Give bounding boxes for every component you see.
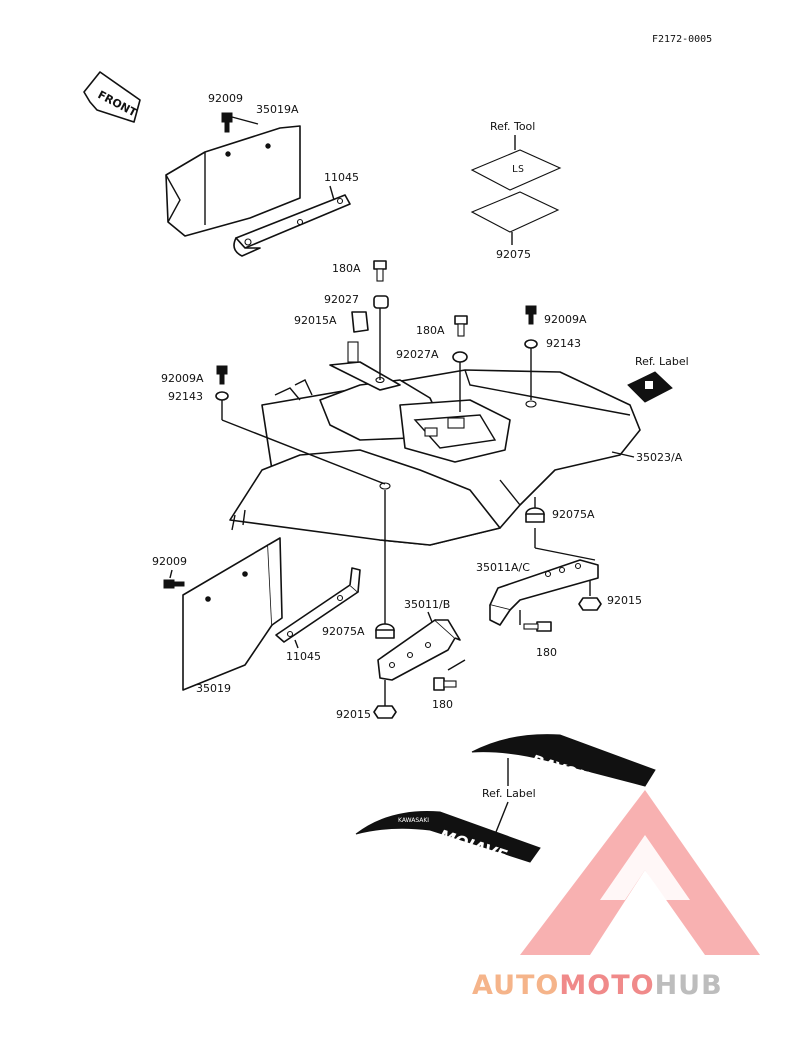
label-washer-92143-right: 92143: [546, 337, 581, 350]
damper-icon: [525, 507, 545, 523]
bracket-lower-left: [275, 567, 361, 643]
bolt-icon: [454, 315, 468, 337]
label-top-left-cover: 35019A: [256, 103, 299, 116]
label-bolt-180-right: 180: [536, 646, 557, 659]
label-bolt-180-bottom: 180: [432, 698, 453, 711]
watermark-text-moto: MOTO: [559, 970, 654, 1001]
nut-icon: [578, 597, 602, 611]
label-damper-92075a-left: 92075A: [322, 625, 365, 638]
label-bracket-11045-bottom: 11045: [286, 650, 321, 663]
label-nut-92015-right: 92015: [607, 594, 642, 607]
watermark-logo: AUTOMOTOHUB: [472, 790, 760, 1001]
bracket-center: [377, 619, 461, 681]
label-tool-bag: 92075: [496, 248, 531, 261]
watermark-text-hub: HUB: [655, 970, 723, 1001]
label-fender: 35023/A: [636, 451, 683, 464]
label-bracket-35011b: 35011/B: [404, 598, 450, 611]
label-bolt-92009a-right: 92009A: [544, 313, 587, 326]
watermark-text-auto: AUTO: [472, 970, 559, 1001]
label-cover-35019: 35019: [196, 682, 231, 695]
bolt-icon: [433, 677, 457, 691]
side-cover-lower: [182, 537, 283, 691]
decal-upper: BAYOU: [471, 734, 656, 787]
label-bolt-180a-top: 180A: [332, 262, 361, 275]
label-ref-label-decals: Ref. Label: [482, 787, 536, 800]
label-holder-92015a: 92015A: [294, 314, 337, 327]
label-ref-label-small: Ref. Label: [635, 355, 689, 368]
label-top-left-bolt: 92009: [208, 92, 243, 105]
nut-icon: [373, 705, 397, 719]
bolt-icon: [221, 112, 233, 133]
label-top-left-bracket: 11045: [324, 171, 359, 184]
rear-fender: [229, 341, 641, 546]
washer-icon: [215, 391, 229, 401]
label-ref-tool: Ref. Tool: [490, 120, 535, 133]
front-arrow-icon: FRONT: [83, 71, 141, 123]
label-bolt-92009a-left: 92009A: [161, 372, 204, 385]
ref-label-small-decal: [627, 371, 673, 403]
side-cover-upper: [165, 112, 351, 257]
collar-icon: [452, 351, 468, 363]
damper-icon: [375, 623, 395, 639]
decal-lower: MOJAVE KAWASAKI: [355, 811, 541, 865]
bolt-icon: [373, 260, 387, 282]
washer-icon: [524, 339, 538, 349]
bolt-icon: [525, 305, 537, 325]
collar-icon: [373, 295, 389, 309]
bolt-icon: [523, 621, 552, 632]
label-damper-92075a-right: 92075A: [552, 508, 595, 521]
label-collar-92027a: 92027A: [396, 348, 439, 361]
svg-text:AUTOMOTOHUB: AUTOMOTOHUB: [472, 970, 723, 1001]
tool-kit: LS: [470, 149, 562, 233]
diagram-code: F2172-0005: [652, 34, 712, 45]
bolt-icon: [216, 365, 228, 385]
label-bracket-35011ac: 35011A/C: [476, 561, 530, 574]
bracket-right: [489, 559, 599, 626]
watermark-inner-triangle-icon: [600, 835, 690, 900]
clip-icon: [351, 311, 369, 333]
label-bolt-180a-mid: 180A: [416, 324, 445, 337]
label-collar-92027: 92027: [324, 293, 359, 306]
label-bolt-92009-bottom: 92009: [152, 555, 187, 568]
decal-lower-small-text: KAWASAKI: [398, 817, 429, 824]
label-nut-92015-bottom: 92015: [336, 708, 371, 721]
bolt-icon: [163, 579, 185, 589]
label-washer-92143-left: 92143: [168, 390, 203, 403]
tool-icon: LS: [512, 164, 524, 175]
